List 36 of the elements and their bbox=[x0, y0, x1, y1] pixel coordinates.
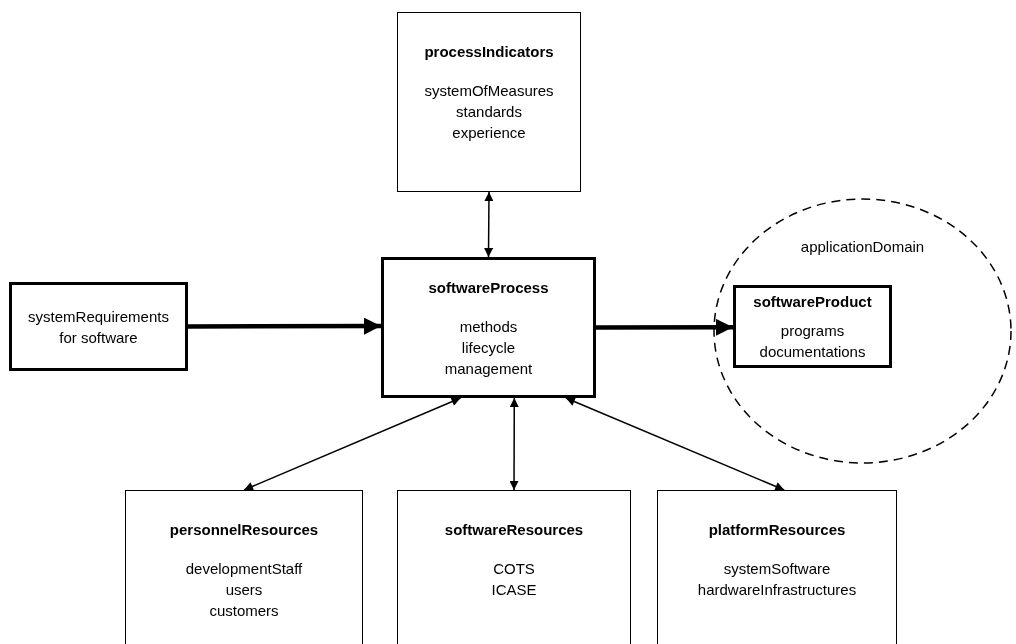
process-box bbox=[397, 12, 581, 192]
process-box bbox=[733, 285, 892, 368]
double-arrow bbox=[484, 191, 494, 258]
box-text: programs bbox=[779, 321, 846, 341]
domain-label: applicationDomain bbox=[800, 237, 925, 257]
double-arrow bbox=[509, 397, 519, 491]
box-text: systemOfMeasures bbox=[423, 81, 555, 101]
box-text: management bbox=[443, 358, 534, 379]
box-text: hardwareInfrastructures bbox=[696, 580, 858, 600]
box-text: experience bbox=[451, 123, 527, 143]
box-text: customers bbox=[208, 601, 280, 621]
arrow bbox=[188, 317, 381, 335]
box-heading: processIndicators bbox=[424, 42, 554, 62]
box-text: lifecycle bbox=[460, 337, 517, 358]
process-box bbox=[9, 282, 188, 371]
box-text: standards bbox=[455, 102, 523, 122]
box-text: users bbox=[224, 580, 264, 600]
double-arrow bbox=[243, 397, 462, 491]
arrow bbox=[596, 318, 733, 336]
process-box bbox=[381, 257, 596, 398]
box-text: ICASE bbox=[490, 580, 538, 600]
process-box bbox=[125, 490, 363, 644]
box-text: COTS bbox=[492, 559, 536, 579]
box-heading: platformResources bbox=[708, 520, 846, 540]
box-text: systemRequirements for software bbox=[27, 306, 170, 348]
box-heading: personnelResources bbox=[169, 520, 319, 540]
process-box bbox=[397, 490, 631, 644]
box-heading: softwareResources bbox=[444, 520, 584, 540]
box-text: systemSoftware bbox=[722, 559, 832, 579]
box-heading: softwareProcess bbox=[428, 277, 549, 298]
process-box bbox=[657, 490, 897, 644]
double-arrow bbox=[565, 397, 785, 491]
box-text: developmentStaff bbox=[184, 559, 304, 579]
box-heading: softwareProduct bbox=[753, 292, 872, 312]
box-text: documentations bbox=[758, 342, 867, 362]
box-text: methods bbox=[458, 316, 519, 337]
